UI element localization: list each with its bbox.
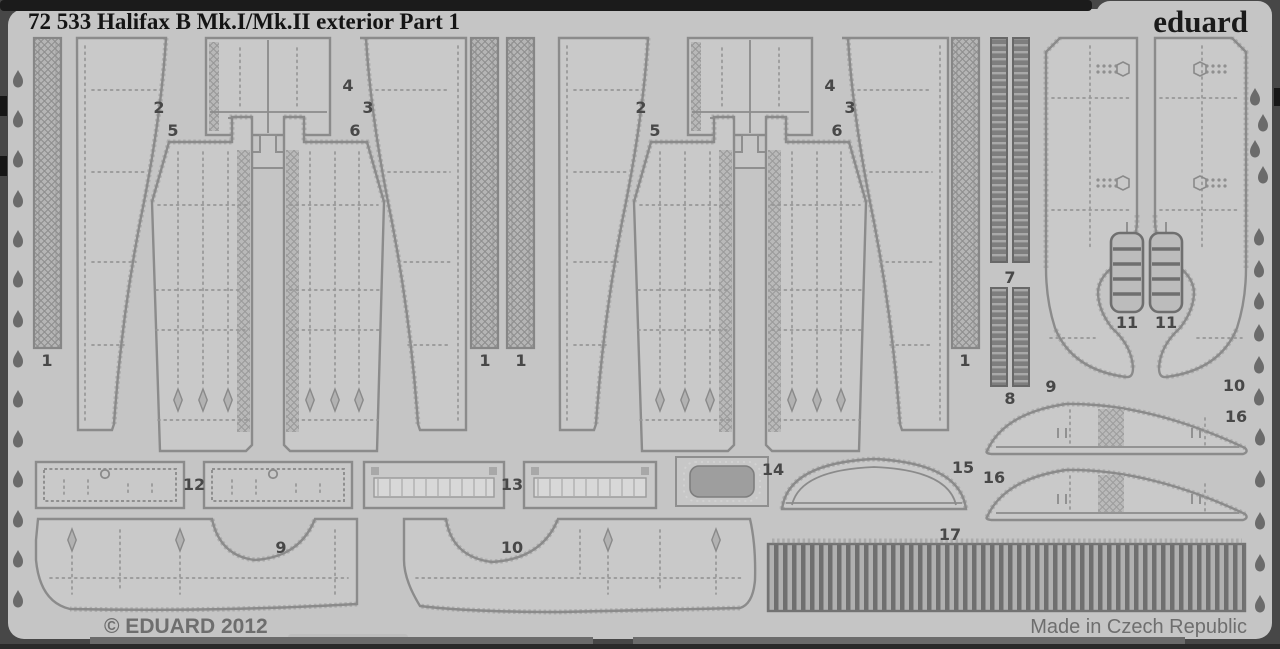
part-12-panels: [34, 460, 354, 510]
top-bar: [0, 0, 1092, 11]
part-8-ladder-strips: [990, 287, 1030, 387]
part-label: 16: [983, 468, 1005, 487]
part-label: 11: [1155, 313, 1177, 332]
part-label: 6: [831, 121, 842, 140]
part-label: 13: [501, 475, 523, 494]
sheet-title: 72 533 Halifax B Mk.I/Mk.II exterior Par…: [28, 9, 460, 34]
part-label: 15: [952, 458, 974, 477]
part-17-comb-strip: [766, 538, 1247, 613]
part-1-mesh-strip: [469, 36, 500, 350]
part-label: 1: [41, 351, 52, 370]
part-label: 9: [275, 538, 286, 557]
part-label: 17: [939, 525, 961, 544]
part-9-fin-skin: [1043, 36, 1140, 380]
part-label: 16: [1225, 407, 1247, 426]
part-1-mesh-strip: [950, 36, 981, 350]
part-label: 14: [762, 460, 784, 479]
part-label: 2: [635, 98, 646, 117]
part-13-louvre-panels: [362, 460, 658, 510]
part-label: 4: [342, 76, 353, 95]
part-label: 4: [824, 76, 835, 95]
part-label: 12: [183, 475, 205, 494]
part-label: 1: [479, 351, 490, 370]
part-label: 7: [1004, 268, 1015, 287]
part-label: 5: [167, 121, 178, 140]
part-label: 5: [649, 121, 660, 140]
part-9-nacelle-panel: [34, 517, 359, 613]
copyright-text: © EDUARD 2012: [104, 615, 268, 638]
part-10-nacelle-panel: [402, 517, 757, 615]
sheet-edge-notches: [0, 88, 1280, 176]
part-14-hatch: [675, 456, 769, 507]
part-10-fin-skin: [1152, 36, 1249, 380]
part-15-dome-fairing: [779, 456, 969, 511]
part-label: 8: [1004, 389, 1015, 408]
part-label: 11: [1116, 313, 1138, 332]
bottom-edge: [0, 637, 1280, 649]
part-label: 10: [1223, 376, 1245, 395]
etched-parts-layer: [13, 36, 1268, 615]
part-label: 3: [362, 98, 373, 117]
part-7-ladder-strips: [990, 37, 1030, 263]
part-label: 6: [349, 121, 360, 140]
part-label: 9: [1045, 377, 1056, 396]
part-number-labels: 2 5 4 3 6 1 1 1 2 5 4 3 6 1 7 8 9 10 11 …: [41, 76, 1247, 557]
origin-text: Made in Czech Republic: [1030, 616, 1247, 638]
part-label: 10: [501, 538, 523, 557]
part-label: 2: [153, 98, 164, 117]
part-label: 1: [959, 351, 970, 370]
brand-logo: eduard: [1153, 4, 1248, 39]
part-11-radiator-grilles: [1109, 222, 1184, 314]
part-label: 3: [844, 98, 855, 117]
part-1-mesh-strip: [505, 36, 536, 350]
part-1-mesh-strip: [32, 36, 63, 350]
part-label: 1: [515, 351, 526, 370]
